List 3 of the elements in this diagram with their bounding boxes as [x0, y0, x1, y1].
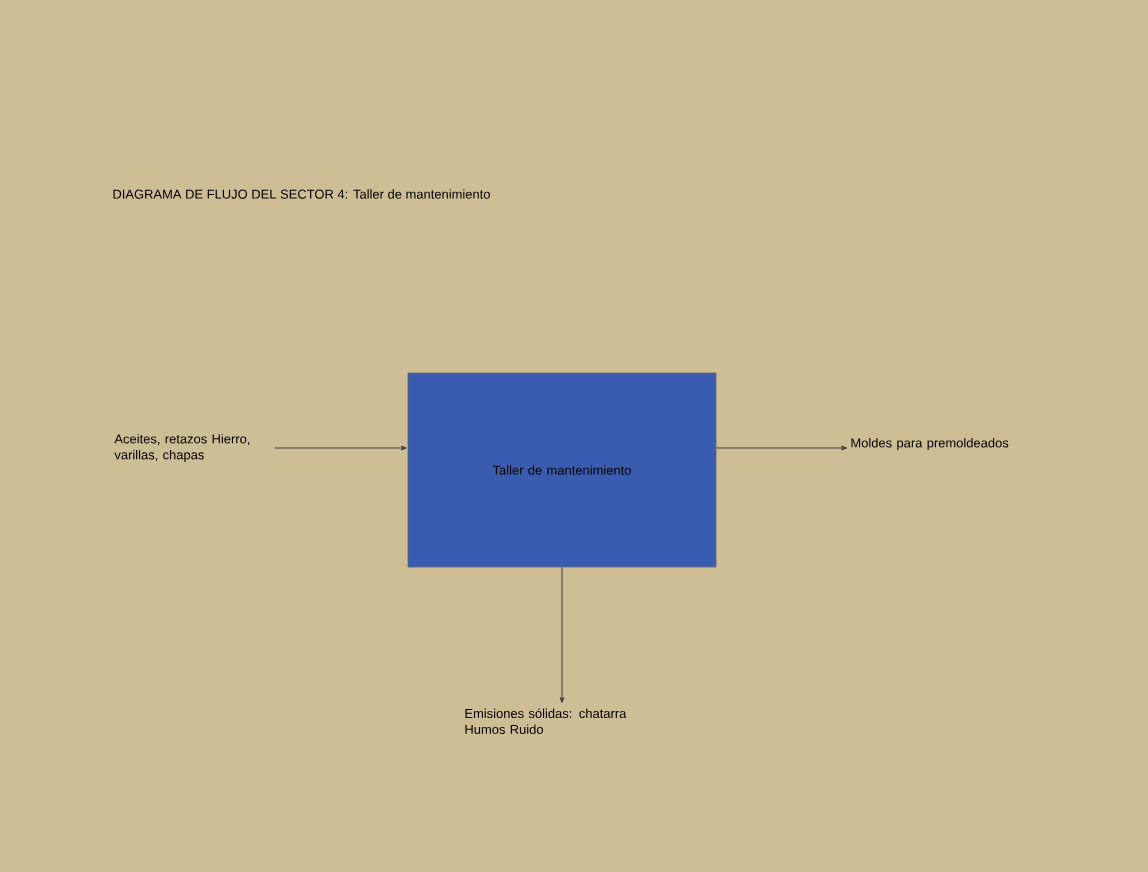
arrow [715, 445, 848, 451]
arrow [559, 566, 565, 704]
arrow [274, 445, 407, 451]
